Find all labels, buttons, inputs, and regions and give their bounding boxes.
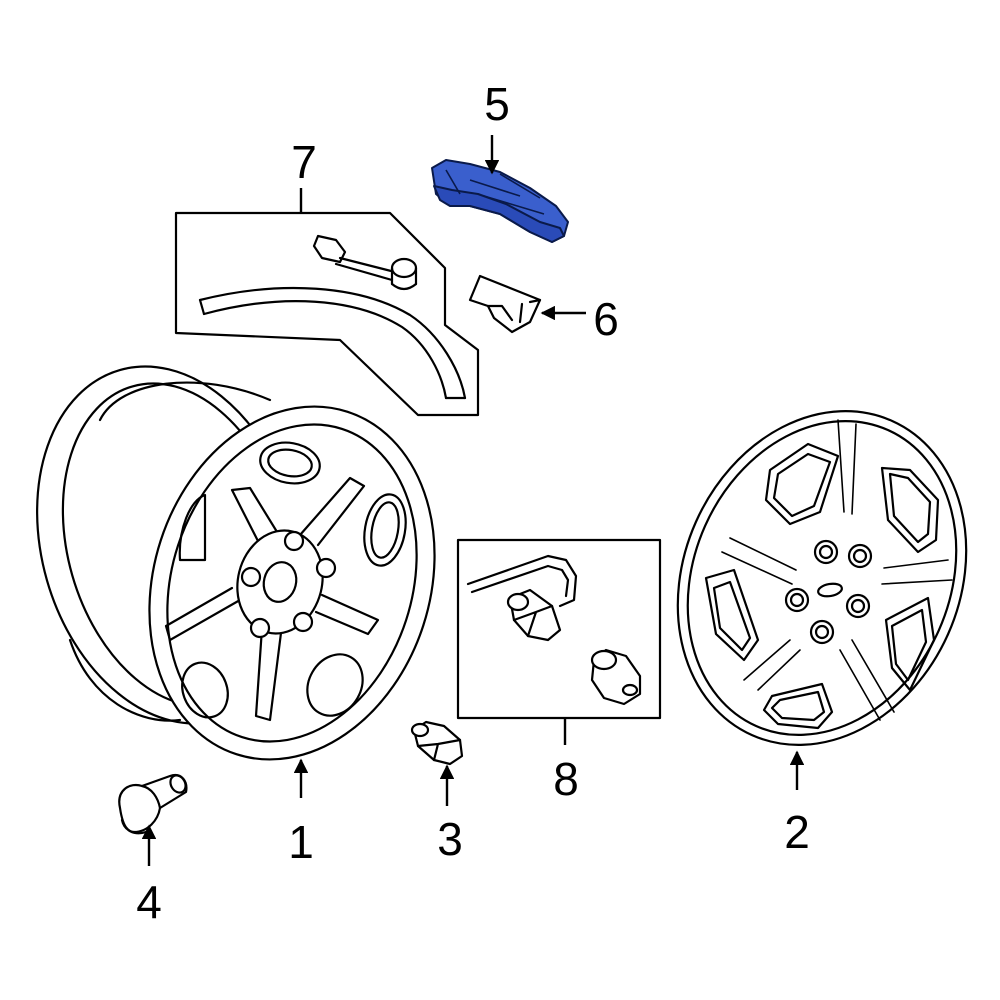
callout-label-4[interactable]: 4 bbox=[136, 876, 162, 928]
callout-label-2[interactable]: 2 bbox=[784, 806, 810, 858]
wheel-illustration[interactable] bbox=[0, 335, 479, 797]
sensor-bracket-illustration[interactable] bbox=[468, 274, 542, 334]
callout-lines bbox=[141, 135, 805, 866]
callout-label-5[interactable]: 5 bbox=[484, 78, 510, 130]
lug-nut-illustration[interactable] bbox=[410, 720, 464, 766]
lock-kit-illustration[interactable] bbox=[456, 538, 662, 720]
sensor-kit-illustration[interactable] bbox=[174, 211, 480, 417]
callout-labels: 1 2 3 4 5 6 7 8 bbox=[136, 78, 810, 928]
callout-label-1[interactable]: 1 bbox=[288, 816, 314, 868]
callout-label-8[interactable]: 8 bbox=[553, 753, 579, 805]
wheel-cover-illustration[interactable] bbox=[626, 365, 1000, 792]
valve-stem-illustration[interactable] bbox=[118, 773, 188, 835]
callout-label-3[interactable]: 3 bbox=[437, 813, 463, 865]
callout-label-7[interactable]: 7 bbox=[291, 136, 317, 188]
callout-label-6[interactable]: 6 bbox=[593, 293, 619, 345]
tire-pressure-sensor-illustration[interactable] bbox=[431, 159, 569, 243]
